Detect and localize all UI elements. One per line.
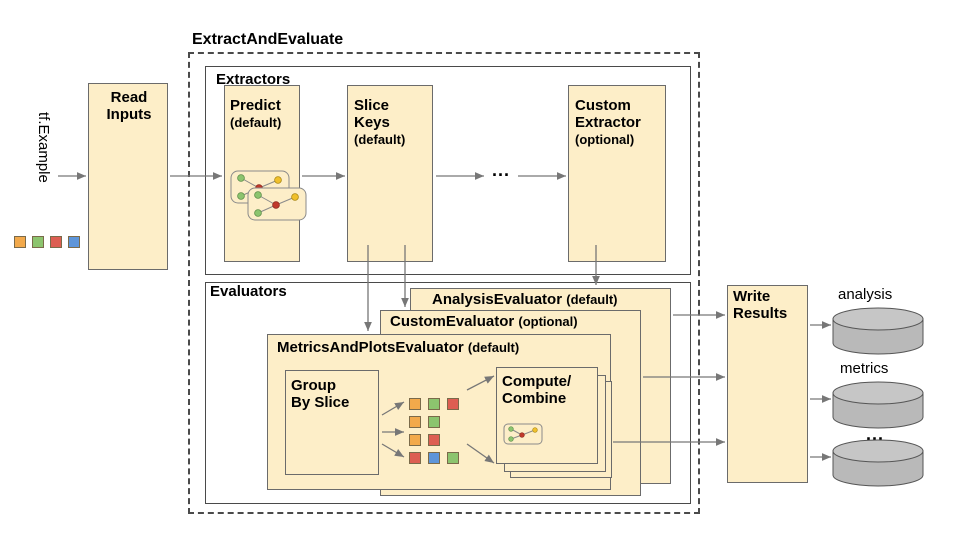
input-swatch-green (32, 236, 44, 248)
output-label-analysis: analysis (838, 286, 893, 303)
metrics-plots-evaluator-label: MetricsAndPlotsEvaluator (default) (277, 339, 520, 357)
read-inputs-node[interactable] (88, 83, 168, 270)
input-label-tf-example: tf.Example (35, 112, 52, 183)
slice-swatch (428, 398, 440, 410)
extract-and-evaluate-container (188, 52, 700, 514)
extractor-ellipsis: ... (492, 160, 511, 180)
read-inputs-line2: Inputs (106, 105, 152, 123)
metrics-plots-evaluator-qualifier: (default) (467, 340, 520, 355)
output-label-metrics: metrics (840, 360, 889, 377)
group-by-slice-line2: By Slice (291, 393, 350, 411)
evaluators-panel-label: Evaluators (210, 283, 287, 300)
predict-name: Predict (230, 97, 281, 114)
slice-keys-label: Slice Keys (default) (354, 97, 428, 148)
analysis-evaluator-qualifier: (default) (566, 292, 618, 307)
group-by-slice-line1: Group (291, 377, 336, 394)
analysis-evaluator-label: AnalysisEvaluator (default) (432, 291, 618, 309)
slice-swatch (409, 398, 421, 410)
output-label-more: ... (866, 424, 885, 444)
compute-combine-line1: Compute/ (502, 373, 572, 390)
custom-evaluator-name: CustomEvaluator (390, 313, 515, 330)
extract-and-evaluate-title: ExtractAndEvaluate (192, 31, 344, 48)
slice-swatch (428, 452, 440, 464)
slice-keys-line2: Keys (354, 113, 390, 131)
custom-extractor-qualifier: (optional) (575, 131, 635, 147)
slice-swatch (409, 452, 421, 464)
slice-swatch (428, 434, 440, 446)
read-inputs-line1: Read (110, 89, 148, 106)
compute-combine-label: Compute/ Combine (502, 373, 596, 408)
write-results-node[interactable] (727, 285, 808, 483)
compute-combine-node[interactable] (496, 367, 598, 464)
group-by-slice-label: Group By Slice (291, 377, 377, 412)
slice-keys-qualifier: (default) (354, 131, 406, 147)
slice-swatch (428, 416, 440, 428)
custom-extractor-line2: Extractor (575, 113, 641, 131)
metrics-plots-evaluator-name: MetricsAndPlotsEvaluator (277, 339, 464, 356)
custom-extractor-line1: Custom (575, 97, 631, 114)
read-inputs-label: Read Inputs (95, 89, 163, 124)
input-swatch-orange (14, 236, 26, 248)
extractors-panel (205, 66, 691, 275)
write-results-line1: Write (733, 288, 771, 305)
slice-swatch (447, 452, 459, 464)
input-swatch-red (50, 236, 62, 248)
custom-extractor-label: Custom Extractor (optional) (575, 97, 661, 148)
input-swatch-blue (68, 236, 80, 248)
slice-swatch (409, 434, 421, 446)
write-results-line2: Results (733, 304, 788, 322)
group-by-slice-node[interactable] (285, 370, 379, 475)
slice-swatch (409, 416, 421, 428)
slice-keys-node[interactable] (347, 85, 433, 262)
predict-qualifier: (default) (230, 114, 282, 130)
custom-evaluator-label: CustomEvaluator (optional) (390, 313, 578, 331)
custom-evaluator-qualifier: (optional) (518, 314, 578, 329)
slice-swatch (447, 398, 459, 410)
analysis-evaluator-name: AnalysisEvaluator (432, 291, 563, 308)
extractors-panel-label: Extractors (216, 71, 291, 88)
write-results-label: Write Results (733, 288, 803, 323)
evaluators-panel (205, 282, 691, 504)
compute-combine-line2: Combine (502, 389, 567, 407)
custom-extractor-node[interactable] (568, 85, 666, 262)
predict-label: Predict (default) (230, 97, 294, 132)
slice-keys-line1: Slice (354, 97, 390, 114)
